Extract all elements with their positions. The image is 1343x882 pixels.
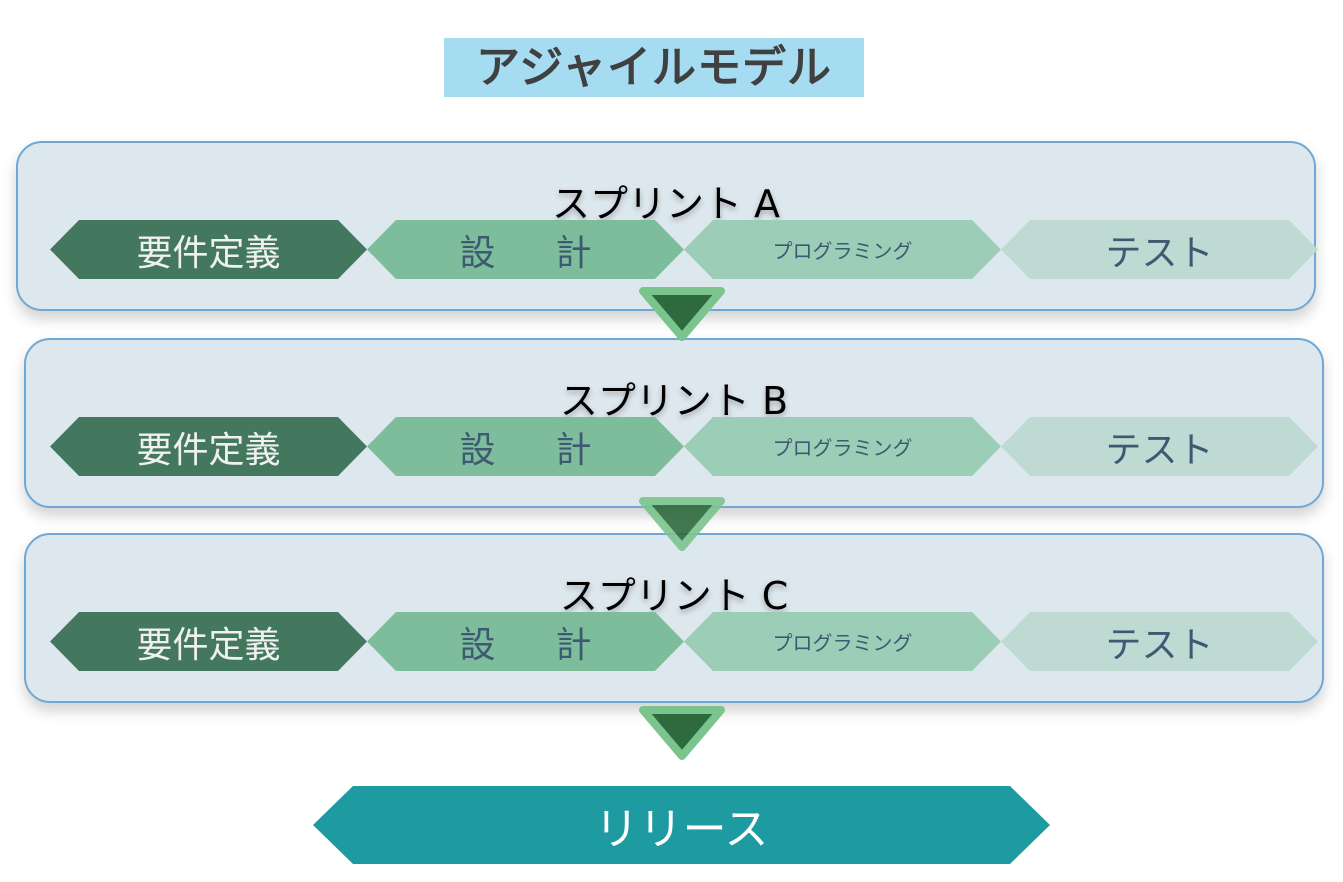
step-programming: プログラミング <box>684 417 1001 476</box>
down-arrow-icon <box>639 497 725 551</box>
step-design: 設計 <box>367 612 684 671</box>
diagram-title: アジャイルモデル <box>444 38 864 97</box>
sprint-title: スプリント A <box>551 182 781 226</box>
sprint-b: スプリント B 要件定義 設計 プログラミング テスト <box>24 338 1324 508</box>
sprint-title: スプリント B <box>559 379 789 423</box>
step-requirements: 要件定義 <box>50 612 367 671</box>
step-design: 設計 <box>367 417 684 476</box>
step-test: テスト <box>1001 220 1318 279</box>
step-programming: プログラミング <box>684 220 1001 279</box>
step-requirements: 要件定義 <box>50 220 367 279</box>
step-test: テスト <box>1001 612 1318 671</box>
step-requirements: 要件定義 <box>50 417 367 476</box>
step-test: テスト <box>1001 417 1318 476</box>
release-step: リリース <box>313 786 1050 864</box>
sprint-title: スプリント C <box>559 574 789 618</box>
step-programming: プログラミング <box>684 612 1001 671</box>
down-arrow-icon <box>639 706 725 760</box>
sprint-c: スプリント C 要件定義 設計 プログラミング テスト <box>24 533 1324 703</box>
down-arrow-icon <box>639 287 725 341</box>
sprint-a: スプリント A 要件定義 設計 プログラミング テスト <box>16 141 1318 311</box>
step-design: 設計 <box>367 220 684 279</box>
